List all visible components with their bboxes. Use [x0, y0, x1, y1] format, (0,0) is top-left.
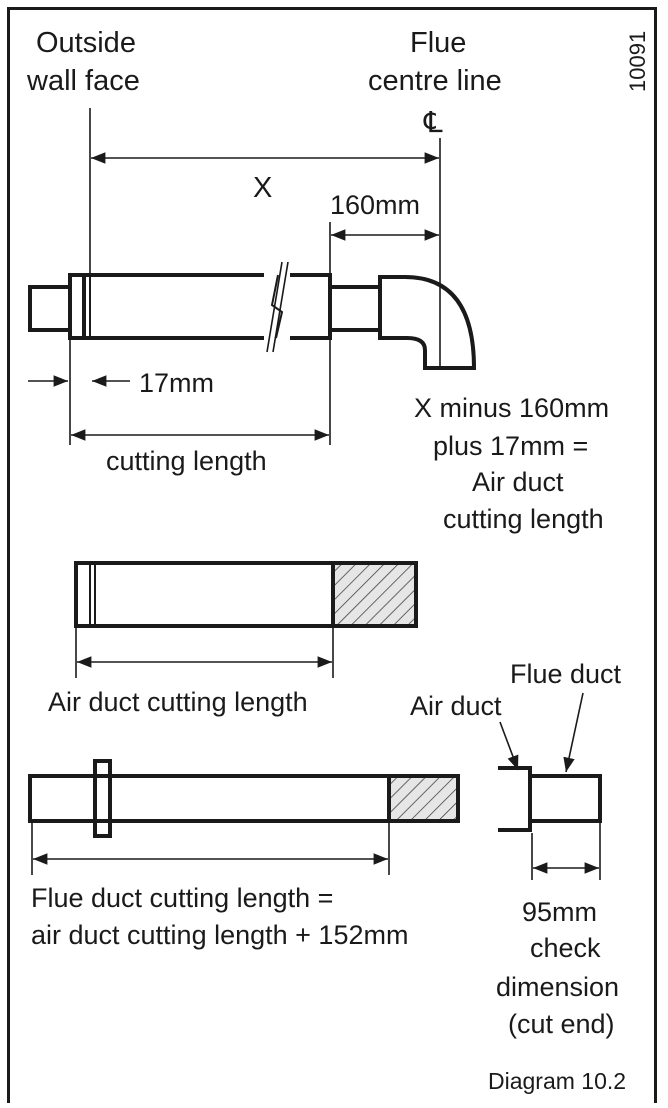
top-duct-assembly	[28, 261, 477, 370]
outside-wall-face-label-2: wall face	[26, 65, 140, 97]
flue-centre-label-2: centre line	[368, 65, 502, 97]
flue-centre-label-1: Flue	[410, 27, 466, 59]
flue-formula-line-1: Flue duct cutting length =	[31, 883, 333, 913]
diagram-caption: Diagram 10.2	[488, 1068, 626, 1094]
cut-end-detail	[498, 766, 602, 832]
check-line-2: check	[530, 933, 601, 963]
check-line-1: 95mm	[522, 897, 597, 927]
outside-wall-face-label-1: Outside	[36, 27, 136, 59]
air-duct-label: Air duct	[410, 691, 502, 721]
flue-duct-label: Flue duct	[510, 659, 622, 689]
formula-line-1: X minus 160mm	[414, 393, 609, 423]
formula-line-2: plus 17mm =	[433, 431, 588, 461]
centre-line-symbol: ℄	[423, 107, 443, 139]
figure-code: 10091	[625, 31, 650, 92]
dim-x-label: X	[253, 172, 272, 204]
air-duct-cutting-length-label: Air duct cutting length	[48, 687, 308, 717]
dim-160-label: 160mm	[330, 190, 420, 220]
cutting-length-label: cutting length	[106, 446, 267, 476]
flue-duct-cut	[28, 759, 460, 838]
flue-duct-pointer	[563, 692, 584, 773]
air-duct-cut	[74, 561, 418, 628]
check-line-3: dimension	[496, 972, 619, 1002]
formula-line-4: cutting length	[443, 504, 604, 534]
flue-formula-line-2: air duct cutting length + 152mm	[31, 920, 408, 950]
check-line-4: (cut end)	[508, 1009, 615, 1039]
flue-elbow	[378, 275, 477, 370]
air-duct-pointer	[499, 721, 519, 771]
formula-line-3: Air duct	[472, 467, 564, 497]
dim-17-label: 17mm	[139, 368, 214, 398]
diagram-frame	[7, 7, 657, 1103]
